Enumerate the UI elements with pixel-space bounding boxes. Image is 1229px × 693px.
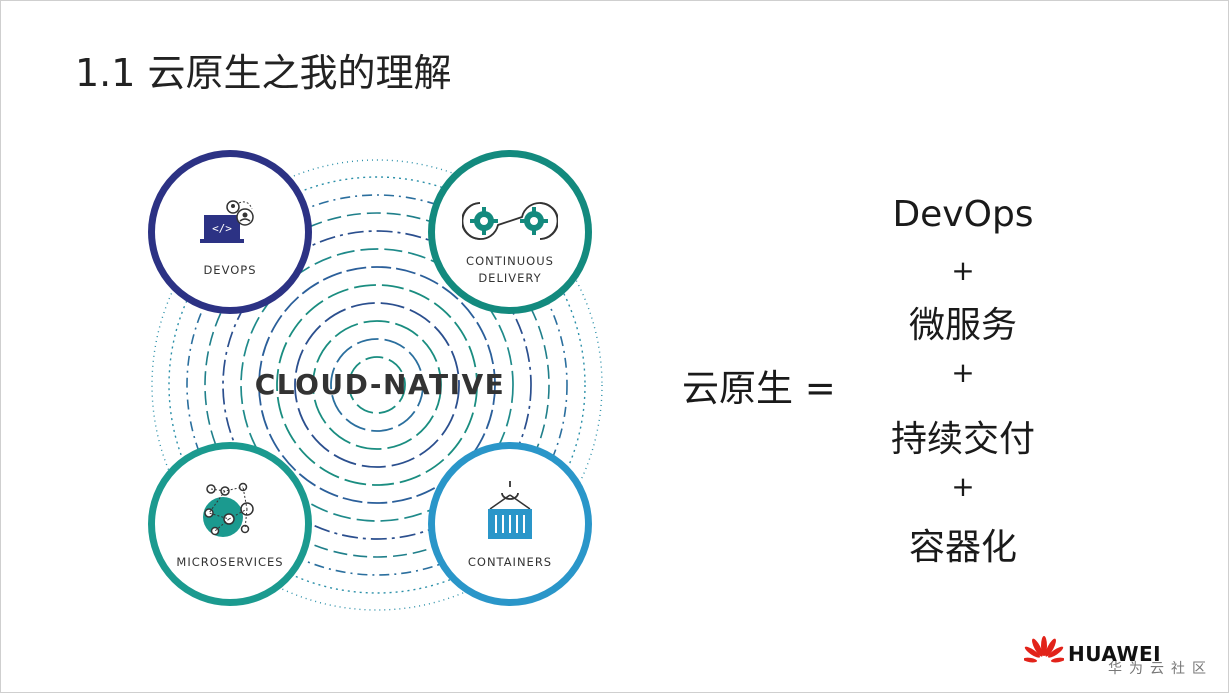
devops-circle: </> DEVOPS (148, 150, 312, 314)
ring-3 (204, 212, 550, 558)
huawei-cloud-community: 华为云社区 (1108, 661, 1213, 677)
ring-4 (222, 230, 532, 540)
ring-5 (240, 248, 514, 522)
ring-7 (276, 284, 478, 486)
concentric-rings (151, 159, 603, 611)
equation-left: 云原生 = (682, 367, 836, 410)
plus-sign: + (951, 356, 975, 389)
shipping-container-icon (488, 481, 532, 539)
ring-6 (258, 266, 496, 504)
containers-label: CONTAINERS (467, 555, 553, 569)
term-microservices: 微服务 (908, 305, 1017, 346)
huawei-logo: HUAWEI 华为云社区 (1022, 634, 1222, 682)
network-nodes-icon (203, 482, 254, 537)
cloud-native-diagram: CLOUD-NATIVE </> DEVOPS (140, 140, 615, 625)
ring-9 (312, 320, 442, 450)
term-devops: DevOps (892, 194, 1034, 235)
ring-8 (294, 302, 460, 468)
term-containers: 容器化 (908, 527, 1017, 568)
cloud-native-label: CLOUD-NATIVE (254, 368, 506, 401)
devops-label: DEVOPS (203, 263, 257, 277)
laptop-code-icon: </> (200, 200, 254, 243)
continuous-delivery-label: CONTINUOUS DELIVERY (466, 254, 554, 285)
ring-1 (168, 176, 586, 594)
microservices-circle: MICROSERVICES (148, 442, 312, 606)
term-continuous-delivery: 持续交付 (890, 419, 1035, 460)
continuous-delivery-circle: CONTINUOUS DELIVERY (428, 150, 592, 314)
ring-0 (151, 159, 603, 611)
ring-10 (330, 338, 424, 432)
containers-circle: CONTAINERS (428, 442, 592, 606)
slide-title: 1.1 云原生之我的理解 (75, 51, 452, 95)
gears-loop-icon (462, 202, 558, 240)
huawei-petals-icon (1024, 636, 1064, 663)
ring-11 (348, 356, 406, 414)
svg-text:</>: </> (212, 222, 232, 235)
huawei-wordmark: HUAWEI (1068, 642, 1162, 666)
ring-2 (186, 194, 568, 576)
plus-sign: + (951, 254, 975, 287)
plus-sign: + (951, 470, 975, 503)
microservices-label: MICROSERVICES (176, 555, 284, 569)
